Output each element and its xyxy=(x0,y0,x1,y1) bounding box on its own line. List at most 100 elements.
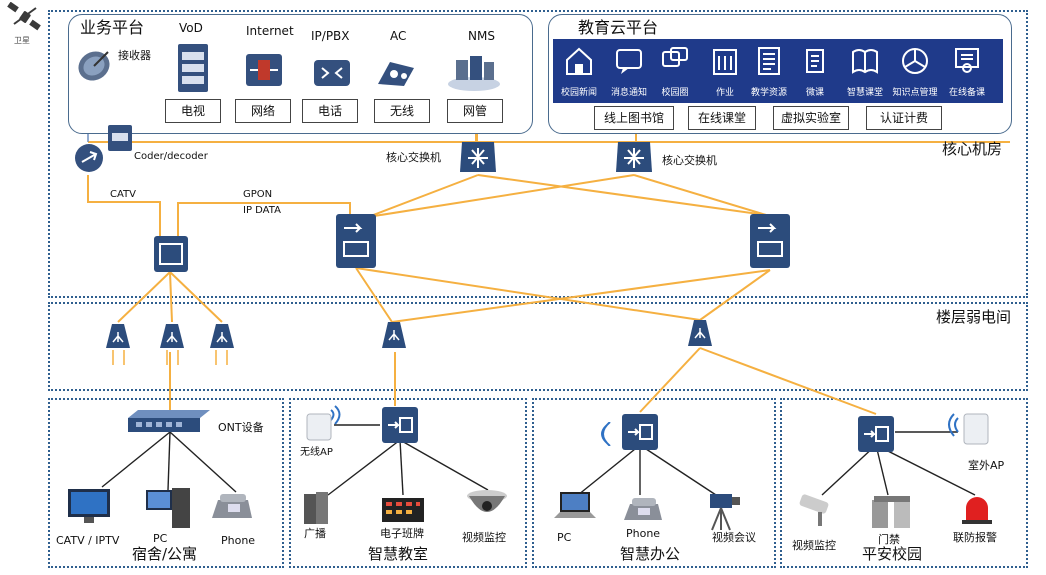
access-gate-icon xyxy=(872,496,910,528)
edu-box-auth-billing: 认证计费 xyxy=(866,106,942,130)
service-name-ippbx: IP/PBX xyxy=(311,29,350,43)
splitter-router-icon xyxy=(75,144,103,172)
app-notifications[interactable]: 消息通知 xyxy=(607,39,651,103)
app-campus-circle[interactable]: 校园圈 xyxy=(653,39,697,103)
classroom-item-broadcast: 广播 xyxy=(304,527,326,540)
floor-room-zone xyxy=(48,302,1028,391)
app-smart-classroom[interactable]: 智慧课堂 xyxy=(843,39,887,103)
classroom-item-wireless-ap: 无线AP xyxy=(300,447,333,458)
app-campus-news[interactable]: 校园新闻 xyxy=(557,39,601,103)
dorm-zone-label: 宿舍/公寓 xyxy=(132,545,198,563)
internet-server-icon xyxy=(246,54,282,86)
safe-campus-item-alarm: 联防报警 xyxy=(953,531,997,544)
codec-label: Coder/decoder xyxy=(134,151,208,162)
aggregation-switch-right-icon xyxy=(750,214,790,268)
edu-app-band: 校园新闻 消息通知 校园圈 作业 教学资源 微课 智慧课堂 知识点管理 在线备课 xyxy=(553,39,1003,103)
laptop-icon xyxy=(554,492,596,518)
codec-device-icon xyxy=(108,125,132,151)
phone-icon xyxy=(212,494,252,518)
ac-controller-icon xyxy=(378,62,414,86)
access-switch-classroom-icon xyxy=(382,407,418,443)
service-name-ac: AC xyxy=(390,29,407,43)
app-label: 消息通知 xyxy=(610,88,647,98)
wifi-signal-icon xyxy=(601,422,611,446)
app-homework[interactable]: 作业 xyxy=(703,39,747,103)
service-box-nms: 网管 xyxy=(447,99,503,123)
classroom-item-video-surveillance: 视频监控 xyxy=(462,531,506,544)
calendar-icon xyxy=(713,49,737,75)
core-switch-left-icon xyxy=(460,142,496,172)
vod-server-icon xyxy=(178,44,208,92)
outdoor-ap-icon xyxy=(948,413,989,445)
home-icon xyxy=(566,47,592,75)
scroll-icon xyxy=(806,49,824,73)
speaker-icon xyxy=(304,492,328,524)
dorm-item-pc: PC xyxy=(153,532,168,545)
ont-label: ONT设备 xyxy=(218,421,264,434)
safe-campus-item-access-control: 门禁 xyxy=(878,533,900,546)
bullet-camera-icon xyxy=(799,494,829,526)
edu-cloud-title: 教育云平台 xyxy=(578,18,659,37)
safe-campus-item-outdoor-ap: 室外AP xyxy=(968,459,1005,472)
splitter-icon-2 xyxy=(160,324,184,348)
dome-camera-icon xyxy=(467,490,507,512)
ip-data-label: IP DATA xyxy=(243,205,281,216)
office-zone-label: 智慧办公 xyxy=(620,545,681,563)
satellite-dish-icon xyxy=(78,51,110,81)
tv-icon xyxy=(68,489,110,523)
alarm-icon xyxy=(962,497,992,524)
office-item-phone: Phone xyxy=(626,527,661,540)
edu-box-online-classroom: 在线课堂 xyxy=(688,106,756,130)
service-box-network: 网络 xyxy=(235,99,291,123)
core-room-zone xyxy=(48,10,1028,298)
app-label: 校园新闻 xyxy=(560,88,597,98)
satellite-icon xyxy=(7,2,41,31)
floor-switch-icon-1 xyxy=(382,322,406,348)
edu-box-online-library: 线上图书馆 xyxy=(594,106,674,130)
access-switch-safe-campus-icon xyxy=(858,416,894,452)
pie-chart-icon xyxy=(902,48,928,74)
ippbx-server-icon xyxy=(314,60,350,86)
safe-campus-zone-label: 平安校园 xyxy=(862,545,923,563)
app-label: 在线备课 xyxy=(948,88,985,98)
safe-campus-zone xyxy=(780,398,1028,568)
dorm-zone xyxy=(48,398,284,568)
edu-box-virtual-lab: 虚拟实验室 xyxy=(773,106,849,130)
service-name-vod: VoD xyxy=(179,21,203,35)
dorm-item-phone: Phone xyxy=(221,534,256,547)
app-teaching-resources[interactable]: 教学资源 xyxy=(747,39,791,103)
app-label: 知识点管理 xyxy=(892,88,938,98)
service-box-tv: 电视 xyxy=(165,99,221,123)
app-knowledge-management[interactable]: 知识点管理 xyxy=(892,39,938,103)
classroom-zone-label: 智慧教室 xyxy=(368,545,429,563)
aggregation-switch-left-icon xyxy=(336,214,376,268)
resources-icon xyxy=(758,47,780,75)
dorm-item-catv-iptv: CATV / IPTV xyxy=(56,534,120,547)
receiver-label: 接收器 xyxy=(118,49,151,62)
certificate-icon xyxy=(955,48,979,73)
office-phone-icon xyxy=(624,498,662,520)
app-lesson-prep[interactable]: 在线备课 xyxy=(945,39,989,103)
satellite-label: 卫星 xyxy=(14,36,30,45)
nms-server-icon xyxy=(448,56,500,91)
video-conference-camera-icon xyxy=(710,494,740,531)
app-label: 智慧课堂 xyxy=(846,88,883,98)
classroom-item-e-board: 电子班牌 xyxy=(380,527,424,540)
olt-device-icon xyxy=(154,236,188,272)
core-switch-right-icon xyxy=(616,142,652,172)
classroom-zone xyxy=(289,398,527,568)
core-switch-left-label: 核心交换机 xyxy=(386,151,441,164)
app-micro-course[interactable]: 微课 xyxy=(793,39,837,103)
chat-icon xyxy=(662,47,688,67)
service-box-phone: 电话 xyxy=(302,99,358,123)
service-box-wireless: 无线 xyxy=(374,99,430,123)
pc-icon xyxy=(146,488,190,528)
splitter-icon-1 xyxy=(106,324,130,348)
app-label: 校园圈 xyxy=(661,88,689,98)
wireless-ap-icon xyxy=(306,405,341,441)
office-item-pc: PC xyxy=(557,531,572,544)
e-class-board-icon xyxy=(382,498,424,522)
floor-switch-icon-2 xyxy=(688,320,712,346)
splitter-icon-3 xyxy=(210,324,234,348)
